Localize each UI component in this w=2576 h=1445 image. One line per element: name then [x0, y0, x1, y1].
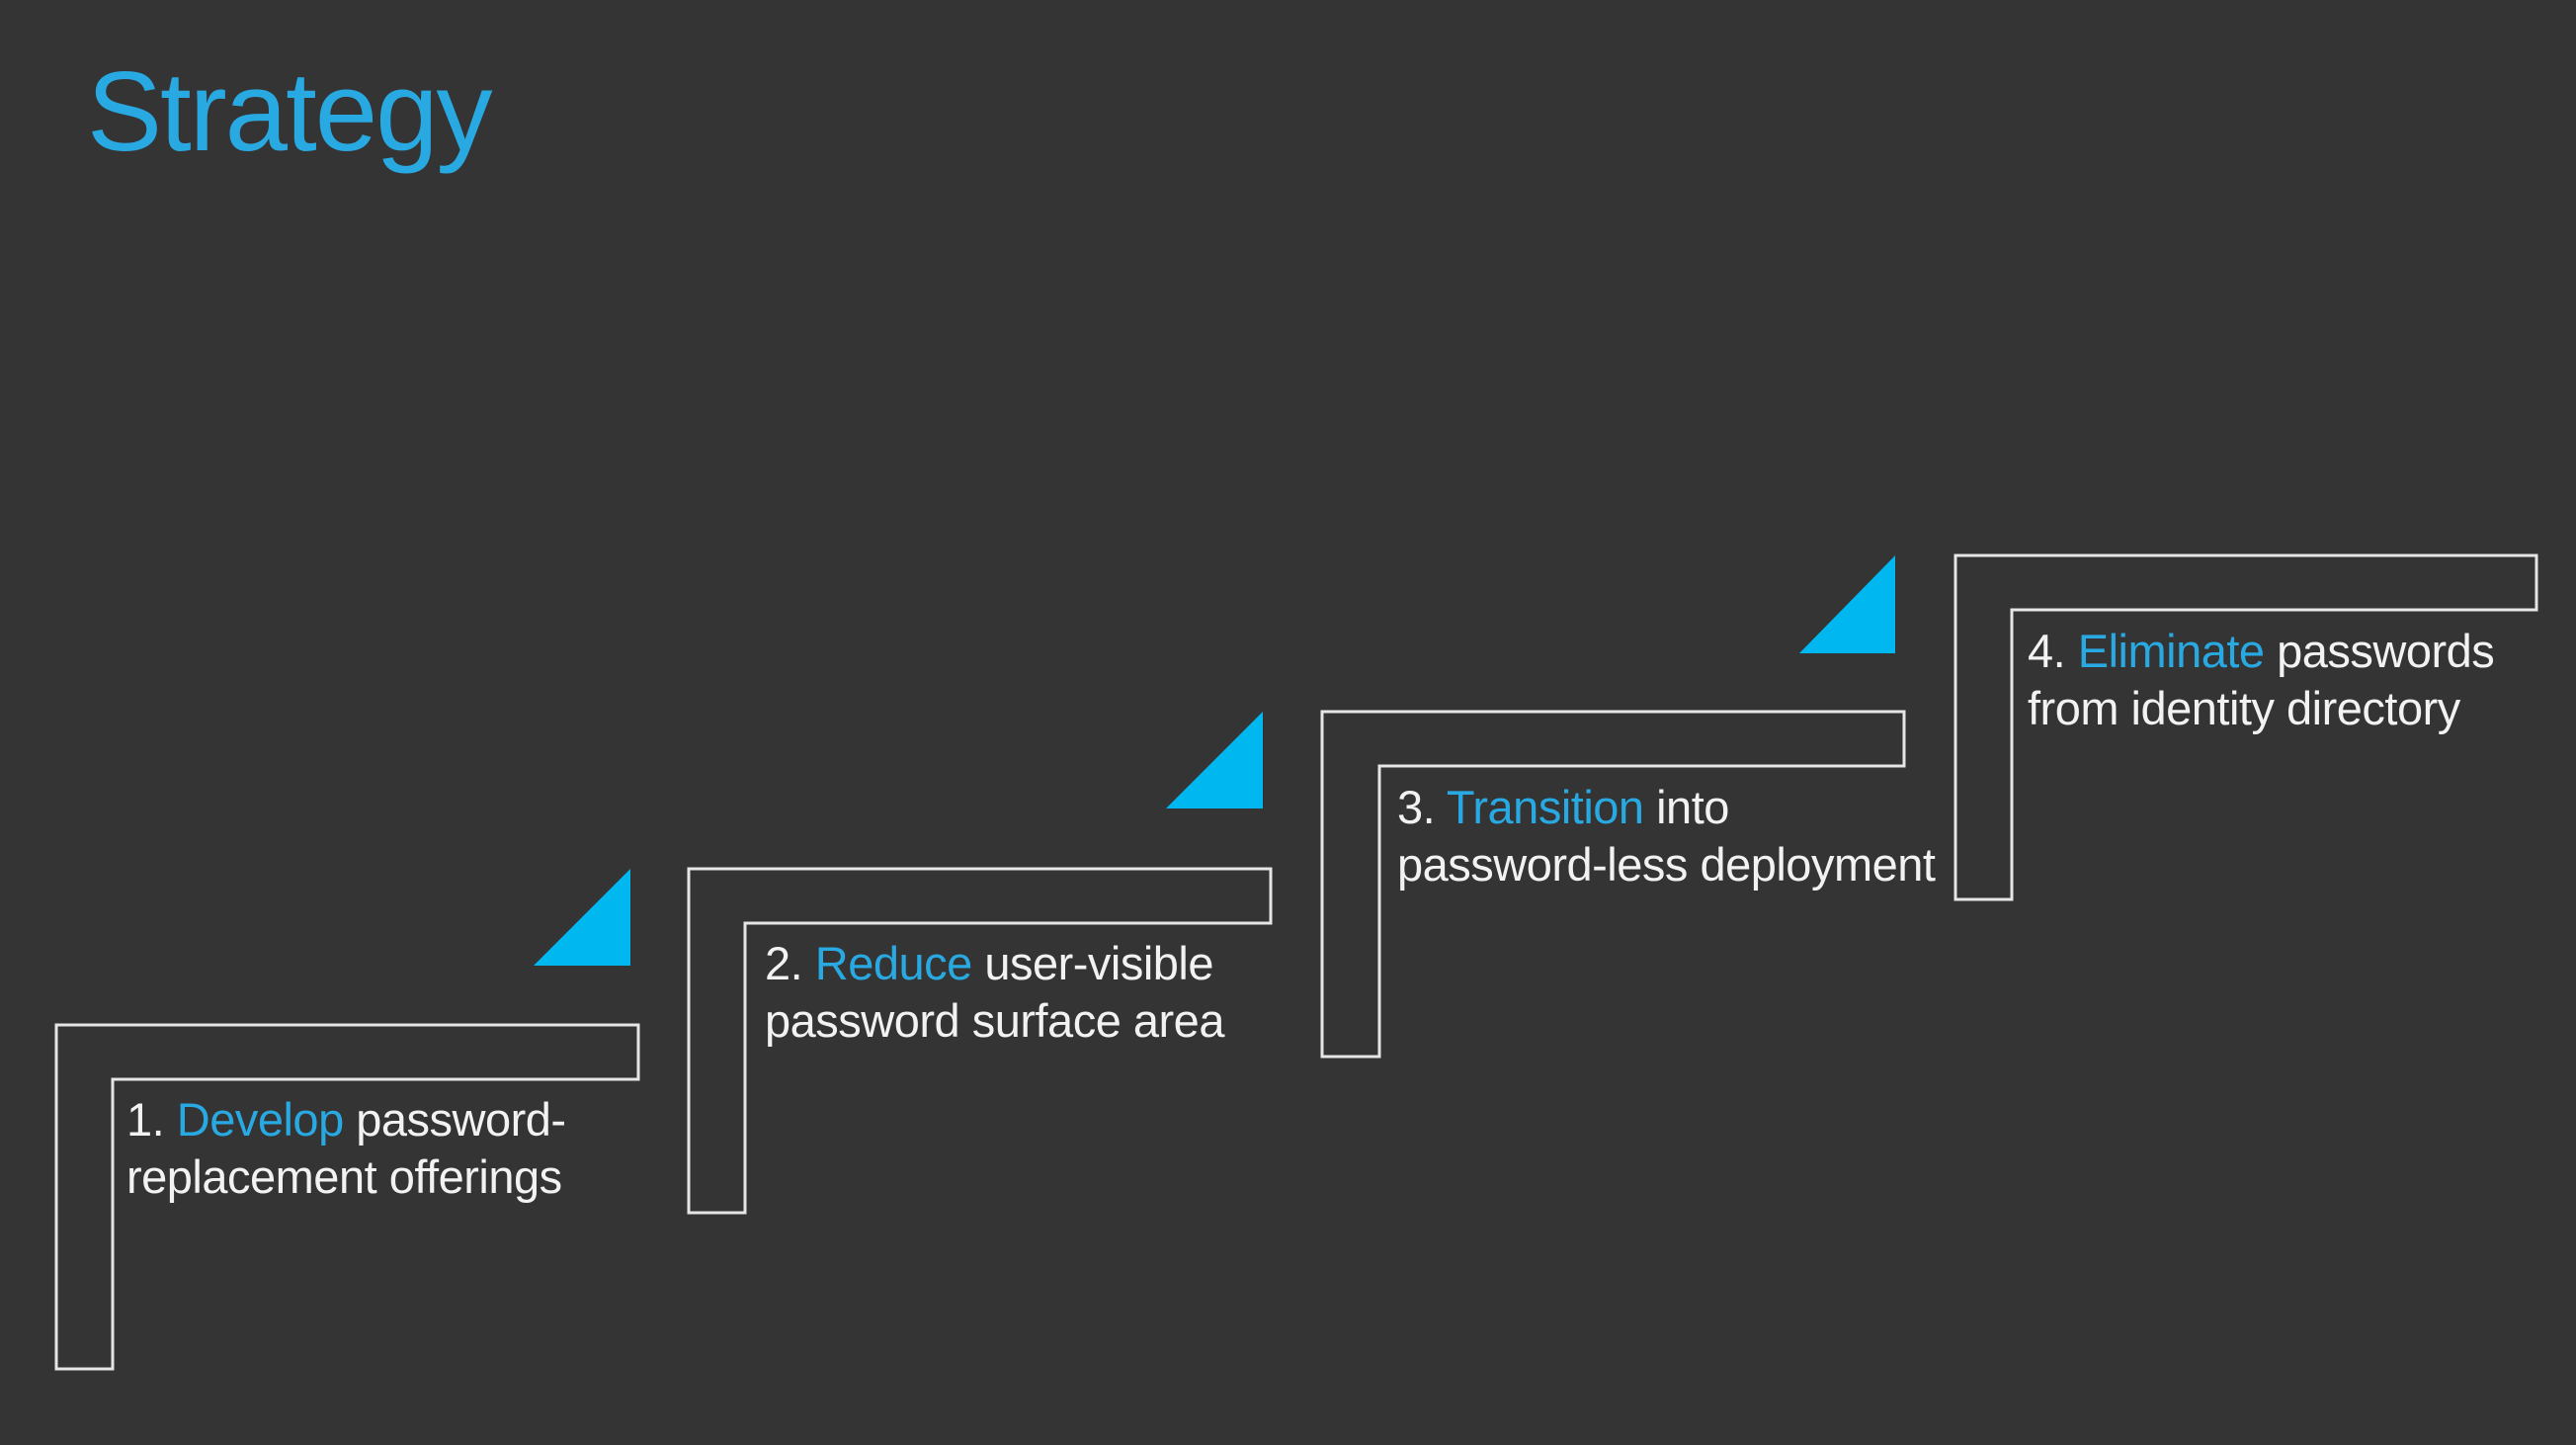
step-2-text: 2. Reduce user-visible password surface …: [765, 935, 1338, 1050]
step-3-number: 3.: [1397, 781, 1436, 833]
step-3-line1-rest: into: [1656, 781, 1729, 833]
step-1-number: 1.: [126, 1093, 165, 1146]
step-4-bracket: [1953, 553, 2538, 901]
step-3-keyword: Transition: [1446, 781, 1644, 833]
step-4-keyword: Eliminate: [2077, 625, 2265, 677]
step-4-number: 4.: [2028, 625, 2066, 677]
step-1-text: 1. Develop password- replacement offerin…: [126, 1091, 700, 1206]
arrow-triangle-3: [1799, 555, 1895, 653]
step-2-keyword: Reduce: [814, 937, 973, 989]
step-1-line2: replacement offerings: [126, 1150, 562, 1203]
step-1-bracket: [54, 1023, 640, 1371]
step-2-number: 2.: [765, 937, 803, 989]
step-2-line1-rest: user-visible: [984, 937, 1214, 989]
step-4-line1-rest: passwords: [2277, 625, 2495, 677]
step-3-text: 3. Transition into password-less deploym…: [1397, 779, 1970, 893]
step-3-bracket: [1320, 710, 1906, 1059]
slide-title: Strategy: [87, 49, 493, 175]
step-4-text: 4. Eliminate passwords from identity dir…: [2028, 623, 2576, 737]
step-2-bracket: [687, 867, 1273, 1215]
arrow-triangle-1: [534, 869, 630, 966]
step-2-line2: password surface area: [765, 994, 1224, 1047]
step-1-keyword: Develop: [176, 1093, 344, 1146]
arrow-triangle-2: [1166, 712, 1263, 808]
step-3-line2: password-less deployment: [1397, 838, 1936, 891]
step-1-line1-rest: password-: [356, 1093, 566, 1146]
step-4-line2: from identity directory: [2028, 682, 2460, 734]
